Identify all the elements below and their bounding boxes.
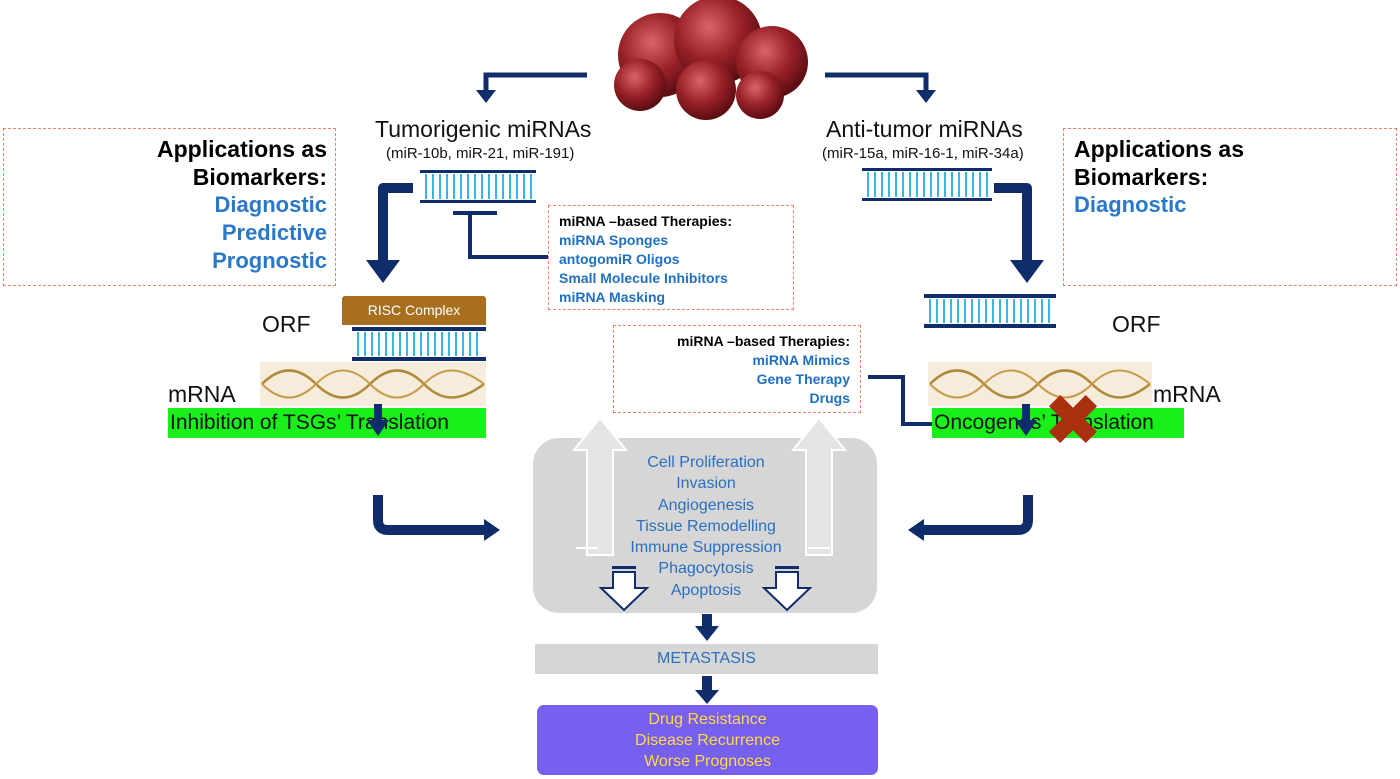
right-therapies-heading: miRNA –based Therapies: [677, 333, 850, 349]
effect-angiogenesis: Angiogenesis [657, 496, 755, 514]
tumorigenic-members: (miR-10b, miR-21, miR-191) [386, 145, 575, 162]
right-therapies-box: miRNA –based Therapies: miRNA Mimics Gen… [613, 325, 861, 413]
right-down-arrow [994, 183, 1032, 262]
left-therapies-box: miRNA –based Therapies: miRNA Sponges an… [548, 205, 794, 310]
left-biomarker-diagnostic: Diagnostic [214, 192, 327, 217]
right-biomarkers-box: Applications as Biomarkers: Diagnostic [1063, 128, 1397, 286]
outcome-drug-resistance: Drug Resistance [648, 711, 767, 728]
right-orf-label: ORF [1112, 311, 1161, 337]
right-biomarker-diagnostic: Diagnostic [1074, 192, 1187, 217]
right-biomarkers-heading-1: Applications as [1074, 136, 1244, 162]
left-biomarkers-box: Applications as Biomarkers: Diagnostic P… [3, 128, 336, 286]
arrow-to-metastasis [695, 614, 719, 641]
left-down-arrow [378, 183, 413, 262]
down-hollow-arrow-right [761, 566, 813, 612]
outcomes-box: Drug Resistance Disease Recurrence Worse… [537, 705, 878, 775]
left-biomarkers-heading-1: Applications as [157, 136, 327, 162]
effects-list: Cell Proliferation Invasion Angiogenesis… [600, 452, 812, 601]
antitumor-bound-duplex-icon [924, 294, 1056, 328]
tumorigenic-title: Tumorigenic miRNAs [375, 116, 592, 142]
therapy-mirna-mimics: miRNA Mimics [752, 352, 850, 368]
down-hollow-arrow-left [598, 566, 650, 612]
tumor-cluster-icon [614, 0, 808, 120]
up-hollow-arrow-left [571, 416, 629, 556]
therapy-mirna-sponges: miRNA Sponges [559, 232, 669, 248]
effect-apoptosis: Apoptosis [670, 581, 742, 599]
outcome-disease-recurrence: Disease Recurrence [635, 732, 780, 749]
left-elbow-arrow [373, 495, 500, 541]
left-biomarker-predictive: Predictive [221, 220, 327, 245]
effect-phagocytosis: Phagocytosis [658, 560, 754, 578]
left-therapies-heading: miRNA –based Therapies: [559, 213, 732, 229]
therapy-mirna-masking: miRNA Masking [559, 289, 666, 305]
therapy-antogomir-oligos: antogomiR Oligos [559, 251, 680, 267]
tumorigenic-mirna-duplex-icon [420, 170, 536, 203]
right-biomarkers-heading-2: Biomarkers: [1074, 164, 1209, 190]
therapy-gene-therapy: Gene Therapy [756, 371, 850, 387]
antitumor-mirna-duplex-icon [862, 168, 992, 201]
risc-complex: RISC Complex [342, 296, 486, 325]
metastasis-bar: METASTASIS [535, 644, 878, 674]
right-mrna-label: mRNA [1153, 381, 1221, 407]
arrow-to-antitumor [825, 72, 929, 92]
left-biomarker-prognostic: Prognostic [212, 248, 327, 273]
therapy-connector [868, 375, 950, 426]
left-mrna-strip-icon [260, 362, 486, 406]
effect-invasion: Invasion [676, 475, 736, 493]
left-orf-label: ORF [262, 311, 311, 337]
arrow-to-tumorigenic [483, 72, 587, 92]
antitumor-members: (miR-15a, miR-16-1, miR-34a) [822, 145, 1024, 162]
antitumor-title: Anti-tumor miRNAs [826, 116, 1023, 142]
up-hollow-arrow-right [790, 416, 848, 556]
block-x-icon [1048, 394, 1098, 444]
therapy-small-molecule-inhibitors: Small Molecule Inhibitors [559, 270, 728, 286]
arrow-to-outcomes [695, 676, 719, 704]
effect-tissue-remodelling: Tissue Remodelling [636, 517, 776, 535]
right-elbow-arrow [908, 495, 1033, 541]
right-mrna-strip-icon [928, 362, 1152, 406]
left-biomarkers-heading-2: Biomarkers: [192, 164, 327, 190]
effect-immune-suppression: Immune Suppression [630, 539, 782, 557]
effect-cell-proliferation: Cell Proliferation [647, 454, 765, 471]
therapy-drugs: Drugs [809, 390, 850, 406]
risc-bound-duplex-icon [352, 327, 486, 361]
left-mrna-label: mRNA [168, 381, 236, 407]
outcome-worse-prognoses: Worse Prognoses [644, 753, 771, 770]
inhibition-symbol [453, 211, 548, 259]
